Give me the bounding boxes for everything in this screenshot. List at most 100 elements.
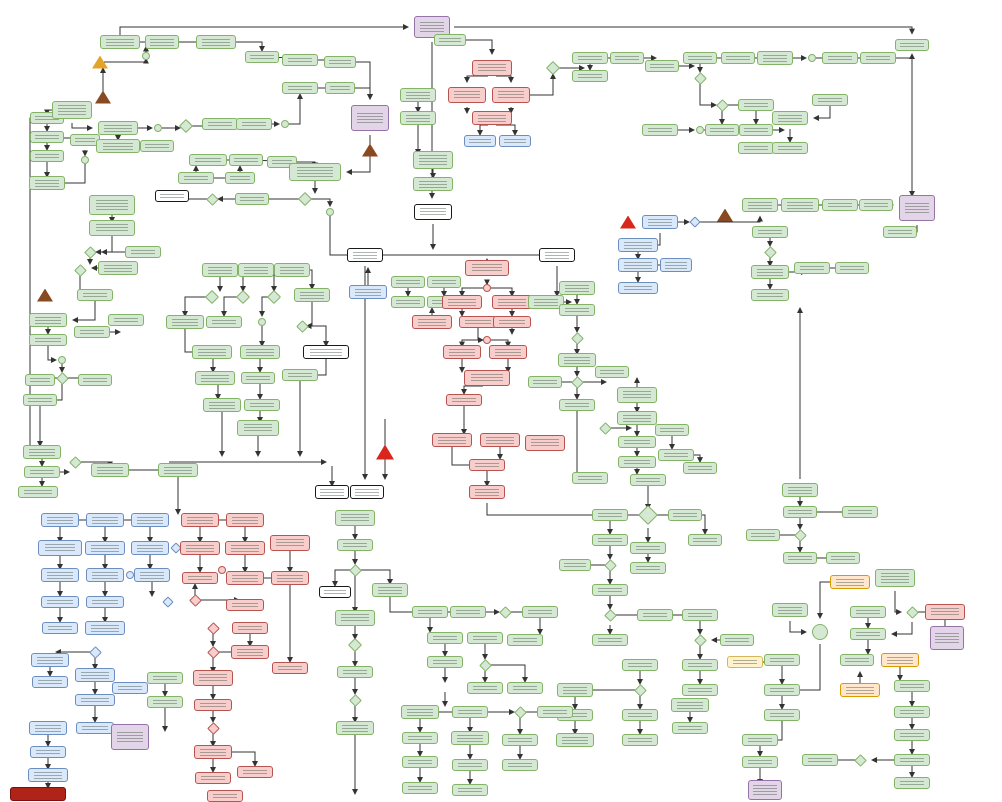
flow-node-g[interactable] [742, 734, 778, 746]
flow-node-g[interactable] [682, 659, 718, 671]
flow-node-g[interactable] [683, 52, 717, 64]
flow-node-g[interactable] [894, 777, 930, 789]
decision-diamond-g[interactable] [297, 191, 313, 207]
flow-node-g[interactable] [894, 729, 930, 741]
flow-node-g[interactable] [89, 220, 135, 236]
flow-node-g[interactable] [237, 420, 279, 436]
flow-node-g[interactable] [24, 466, 60, 478]
flow-node-g[interactable] [229, 154, 263, 166]
decision-diamond-g[interactable] [478, 658, 492, 672]
flow-node-g[interactable] [672, 722, 708, 734]
decision-diamond-p[interactable] [206, 621, 220, 635]
decision-diamond-g[interactable] [204, 289, 220, 305]
flow-node-b[interactable] [41, 568, 79, 582]
flow-node-b[interactable] [41, 596, 79, 608]
flow-node-g[interactable] [875, 569, 915, 587]
flow-node-g[interactable] [772, 603, 808, 617]
flow-node-g[interactable] [335, 510, 375, 526]
flow-node-p[interactable] [493, 316, 531, 328]
flow-node-b[interactable] [660, 258, 692, 272]
flow-node-g[interactable] [894, 754, 930, 766]
flow-node-g[interactable] [595, 366, 629, 378]
flow-node-g[interactable] [751, 289, 789, 301]
decision-diamond-p[interactable] [188, 593, 202, 607]
flow-node-g[interactable] [402, 732, 438, 744]
flow-node-b[interactable] [464, 135, 496, 147]
flow-node-g[interactable] [158, 463, 198, 477]
flow-node-p[interactable] [472, 111, 512, 125]
decision-diamond-g[interactable] [570, 375, 584, 389]
flow-node-g[interactable] [802, 754, 838, 766]
flow-node-u[interactable] [748, 780, 782, 800]
flow-node-g[interactable] [336, 721, 374, 735]
decision-diamond-g[interactable] [693, 633, 707, 647]
flow-node-g[interactable] [335, 610, 375, 626]
decision-diamond-g[interactable] [638, 505, 658, 525]
flow-node-g[interactable] [337, 666, 373, 678]
connector-dot-g[interactable] [281, 120, 289, 128]
flow-node-u[interactable] [414, 16, 450, 38]
flow-node-b[interactable] [41, 513, 79, 527]
connector-dot-g[interactable] [808, 54, 816, 62]
flow-node-b[interactable] [499, 135, 531, 147]
flow-node-g[interactable] [451, 731, 489, 745]
flow-node-g[interactable] [826, 552, 860, 564]
flow-node-p[interactable] [525, 435, 565, 451]
flow-node-b[interactable] [642, 215, 678, 229]
flow-node-b[interactable] [618, 282, 658, 294]
flow-node-g[interactable] [738, 99, 774, 111]
flow-node-g[interactable] [642, 124, 678, 136]
flow-node-g[interactable] [572, 472, 608, 484]
flow-node-b[interactable] [86, 513, 124, 527]
flow-node-g[interactable] [225, 172, 255, 184]
flow-node-g[interactable] [241, 372, 275, 384]
flow-node-g[interactable] [630, 562, 666, 574]
flow-node-g[interactable] [206, 316, 242, 328]
flow-node-g[interactable] [859, 199, 893, 211]
connector-dot-p[interactable] [483, 284, 491, 292]
flow-node-o[interactable] [830, 575, 870, 589]
flow-node-g[interactable] [236, 118, 272, 130]
flow-node-g[interactable] [682, 684, 718, 696]
flow-node-b[interactable] [29, 721, 67, 735]
flow-node-g[interactable] [282, 82, 318, 94]
flow-node-b[interactable] [618, 238, 658, 252]
decision-diamond-g[interactable] [348, 563, 362, 577]
flow-node-b[interactable] [349, 285, 387, 299]
flow-node-g[interactable] [274, 263, 310, 277]
flow-node-g[interactable] [203, 398, 241, 412]
flow-node-g[interactable] [23, 394, 57, 406]
decision-diamond-b[interactable] [162, 596, 174, 608]
flow-node-g[interactable] [427, 656, 463, 668]
flow-node-g[interactable] [592, 509, 628, 521]
flow-node-g[interactable] [166, 315, 204, 329]
flow-node-g[interactable] [742, 756, 778, 768]
flow-node-p[interactable] [194, 745, 232, 759]
flow-node-g[interactable] [402, 756, 438, 768]
flow-node-p[interactable] [226, 599, 264, 611]
flow-node-g[interactable] [29, 313, 67, 327]
flow-node-b[interactable] [131, 541, 169, 555]
flow-node-g[interactable] [238, 263, 274, 277]
flow-node-g[interactable] [559, 281, 595, 295]
flow-node-b[interactable] [75, 694, 115, 706]
flow-node-g[interactable] [559, 399, 595, 411]
flow-node-w[interactable] [315, 485, 349, 499]
flow-node-g[interactable] [91, 463, 129, 477]
flow-node-g[interactable] [557, 683, 593, 697]
connector-dot-g[interactable] [154, 124, 162, 132]
decision-diamond-g[interactable] [905, 605, 919, 619]
flow-node-g[interactable] [721, 52, 755, 64]
flow-node-p[interactable] [270, 535, 310, 551]
flow-node-g[interactable] [402, 782, 438, 794]
flow-node-p[interactable] [446, 394, 482, 406]
flow-node-g[interactable] [413, 177, 453, 191]
flow-node-g[interactable] [391, 296, 425, 308]
flow-node-p[interactable] [194, 699, 232, 711]
flow-node-g[interactable] [572, 52, 608, 64]
flow-node-o[interactable] [840, 683, 880, 697]
flow-node-p[interactable] [193, 670, 233, 686]
flow-node-g[interactable] [74, 326, 110, 338]
flow-node-g[interactable] [835, 262, 869, 274]
flow-node-p[interactable] [226, 513, 264, 527]
